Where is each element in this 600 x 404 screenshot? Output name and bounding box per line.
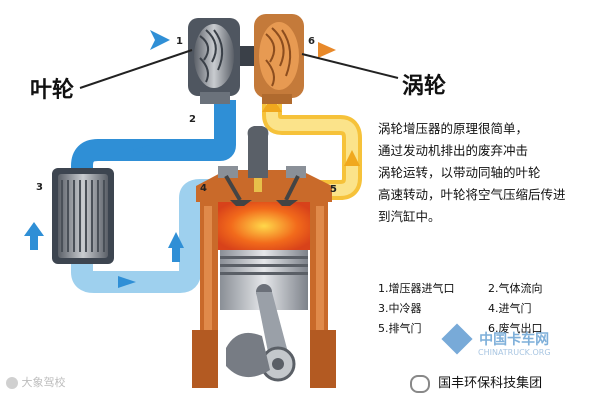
description-line: 涡轮增压器的原理很简单，: [378, 118, 594, 140]
marker-6: 6: [308, 36, 315, 47]
marker-1: 1: [176, 36, 183, 47]
description-line: 高速转动，叶轮将空气压缩后传进: [378, 184, 594, 206]
description-line: 到汽缸中。: [378, 206, 594, 228]
crankshaft: [226, 333, 270, 377]
marker-5: 5: [330, 184, 337, 195]
watermark-logo-icon: [6, 377, 18, 389]
turbine-pointer: [302, 54, 398, 78]
marker-2: 2: [189, 114, 196, 125]
engine-cylinder: [192, 126, 336, 388]
description-line: 涡轮运转，以带动同轴的叶轮: [378, 162, 594, 184]
description: 涡轮增压器的原理很简单， 通过发动机排出的废弃冲击 涡轮运转，以带动同轴的叶轮 …: [378, 118, 594, 228]
company-name: 国丰环保科技集团: [438, 376, 542, 391]
chinatruck-name: 中国卡车网: [479, 332, 549, 348]
intercooler: [52, 168, 114, 264]
company-watermark: 国丰环保科技集团: [410, 372, 542, 393]
impeller-label: 叶轮: [30, 72, 74, 104]
chinatruck-logo-icon: [441, 323, 472, 354]
intake-arrow-in: [150, 30, 170, 50]
combustion-chamber: [218, 202, 310, 250]
cooler-arrow-up: [24, 222, 44, 236]
legend-item: 4.进气门: [488, 300, 598, 316]
turbine-label: 涡轮: [402, 68, 446, 100]
impeller-pointer: [80, 50, 192, 88]
legend-item: 3.中冷器: [378, 300, 488, 316]
legend-item: 1.增压器进气口: [378, 280, 488, 296]
legend-item: 2.气体流向: [488, 280, 598, 296]
watermark-bottom-left: 大象驾校: [6, 374, 66, 390]
exhaust-arrow-out: [318, 42, 336, 58]
marker-3: 3: [36, 182, 43, 193]
wechat-icon: [410, 375, 430, 393]
marker-4: 4: [200, 183, 207, 194]
watermark-text: 大象驾校: [22, 376, 66, 389]
chinatruck-watermark: 中国卡车网 CHINATRUCK.ORG: [446, 328, 551, 357]
turbocharger: [188, 14, 304, 104]
chinatruck-url: CHINATRUCK.ORG: [478, 348, 551, 357]
description-line: 通过发动机排出的废弃冲击: [378, 140, 594, 162]
spark-plug: [248, 126, 269, 178]
